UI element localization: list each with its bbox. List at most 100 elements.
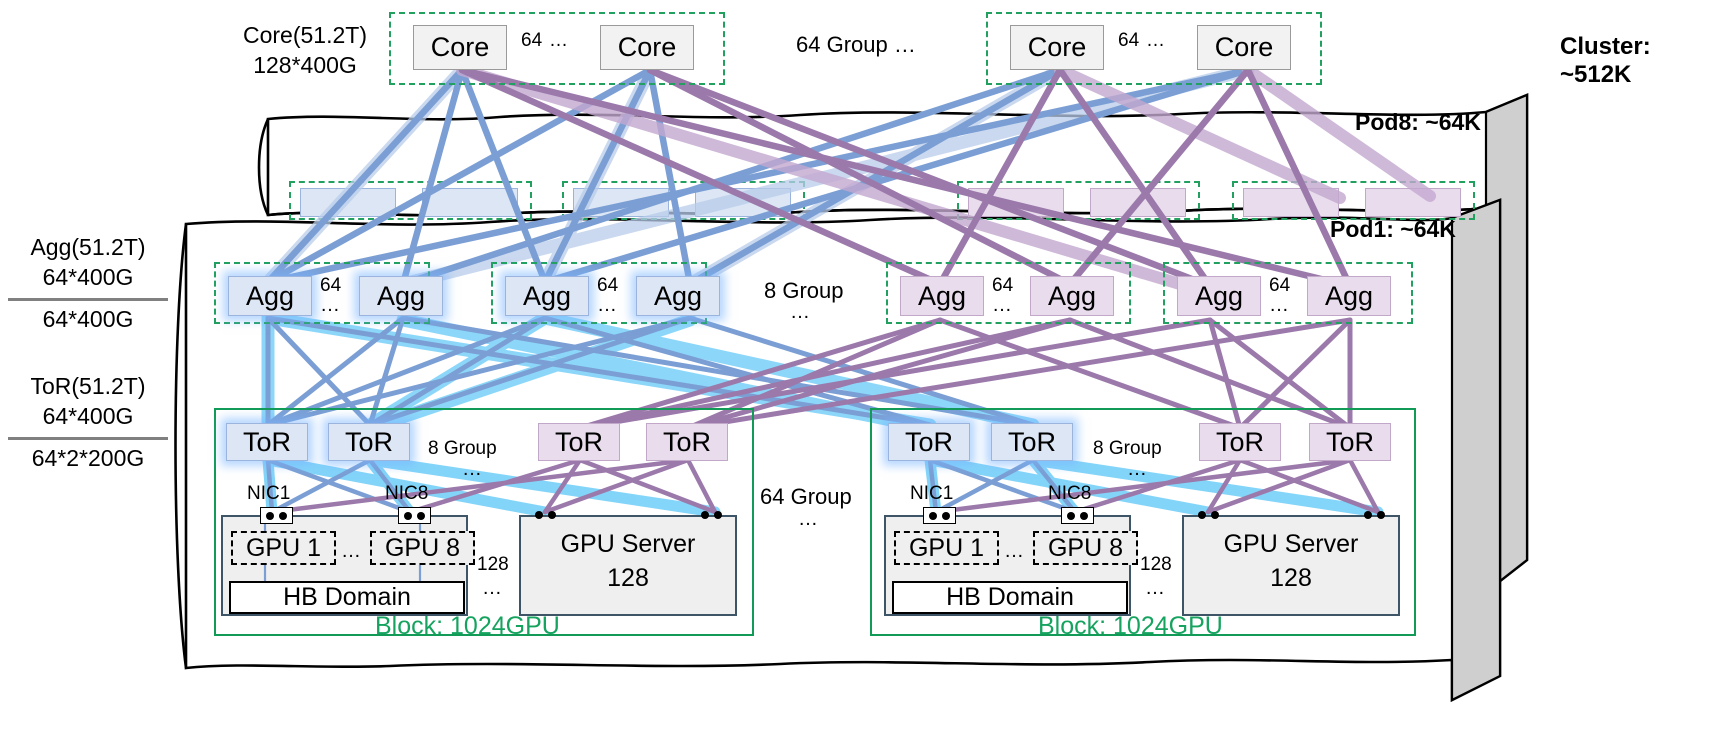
side-label-core: Core(51.2T) 128*400G: [225, 20, 385, 80]
nic-dot: [404, 511, 412, 520]
core-node-1[interactable]: Core: [413, 25, 507, 70]
nic-dot: [1080, 511, 1088, 520]
nic-dot: [714, 510, 723, 519]
nic-dot: [534, 510, 543, 519]
agg-group-4: [1163, 262, 1413, 324]
agg-ellipsis-4: …: [1269, 294, 1290, 316]
nic-dot: [1067, 511, 1075, 520]
block-1-gpu-ellipsis: …: [341, 540, 362, 562]
block-2-nic8-box: [1061, 507, 1094, 524]
side-label-agg-line1: Agg(51.2T): [30, 234, 146, 260]
block-1-gpu-last[interactable]: GPU 8: [370, 531, 475, 565]
block-gap-label: 64 Group: [760, 484, 852, 509]
block-2-nic1-label: NIC1: [910, 483, 954, 504]
agg-node-3[interactable]: Agg: [505, 276, 589, 316]
block-1-nic1-box: [260, 507, 293, 524]
nic-dot: [417, 511, 425, 520]
core-node-2[interactable]: Core: [600, 25, 694, 70]
core-count-label-1: 64: [521, 30, 543, 51]
block-1-label: Block: 1024GPU: [375, 612, 560, 640]
block-gap-dots: …: [798, 508, 819, 530]
block-1-server-repeat-count: 128: [477, 554, 509, 575]
block-2-server-far-line1: GPU Server: [1223, 530, 1359, 558]
agg-node-4[interactable]: Agg: [636, 276, 720, 316]
block-1-server-far: [519, 515, 737, 616]
side-label-tor: ToR(51.2T) 64*400G: [8, 371, 168, 431]
nic-dot: [1211, 510, 1220, 519]
block-2-server-far-nic: [1192, 507, 1225, 522]
nic-dot: [942, 511, 950, 520]
side-label-tor-line2: 64*400G: [42, 403, 134, 429]
agg-group-gap-label: 8 Group: [764, 278, 844, 303]
pod8-chip-3: [573, 188, 669, 217]
side-label-agg-line3: 64*400G: [42, 306, 134, 332]
nic-dot: [279, 511, 287, 520]
block-1-frame: [214, 408, 754, 636]
core-ellipsis-2: …: [1146, 30, 1165, 51]
pod8-side-shadow: [1484, 93, 1529, 595]
nic-dot: [929, 511, 937, 520]
agg-count-label-2: 64: [597, 275, 619, 296]
agg-count-label-1: 64: [320, 275, 342, 296]
core-count-label-2: 64: [1118, 30, 1140, 51]
block-1-server-repeat-dots: …: [482, 577, 503, 599]
nic-dot: [1377, 510, 1386, 519]
block-2-gpu-first[interactable]: GPU 1: [894, 531, 999, 565]
block-2-tor-gap-label: 8 Group: [1093, 438, 1162, 459]
agg-node-7[interactable]: Agg: [1177, 276, 1261, 316]
nic-dot: [266, 511, 274, 520]
side-label-agg-downlink: 64*400G: [8, 304, 168, 334]
pod8-chip-8: [1365, 188, 1461, 217]
block-2-tor-4[interactable]: ToR: [1309, 423, 1391, 461]
block-1-nic1-label: NIC1: [247, 483, 291, 504]
block-2-gpu-last[interactable]: GPU 8: [1033, 531, 1138, 565]
block-2-tor-2[interactable]: ToR: [991, 423, 1073, 461]
nic-dot: [1363, 510, 1372, 519]
pod8-left-edge: [257, 118, 270, 216]
core-group-1: [389, 12, 725, 85]
block-1-tor-1[interactable]: ToR: [226, 423, 308, 461]
block-2-gpu-ellipsis: …: [1004, 540, 1025, 562]
block-2-tor-1[interactable]: ToR: [888, 423, 970, 461]
block-1-server-far-line2: 128: [607, 564, 649, 592]
agg-node-5[interactable]: Agg: [900, 276, 984, 316]
block-1-nic8-label: NIC8: [385, 483, 429, 504]
block-1-tor-gap-label: 8 Group: [428, 438, 497, 459]
pod8-chip-1: [300, 188, 396, 217]
agg-ellipsis-3: …: [992, 294, 1013, 316]
block-1-server-far-line1: GPU Server: [560, 530, 696, 558]
block-1-tor-4[interactable]: ToR: [646, 423, 728, 461]
side-rule-agg: [8, 298, 168, 301]
side-label-tor-line3: 64*2*200G: [31, 445, 145, 471]
block-2-frame: [870, 408, 1416, 636]
agg-group-3: [886, 262, 1131, 324]
block-1-hb-domain: HB Domain: [229, 581, 465, 614]
block-2-tor-gap-dots: …: [1127, 458, 1148, 480]
pod1-side-shadow: [1450, 198, 1502, 702]
side-rule-tor: [8, 437, 168, 440]
agg-node-8[interactable]: Agg: [1307, 276, 1391, 316]
agg-node-1[interactable]: Agg: [228, 276, 312, 316]
pod8-chip-7: [1243, 188, 1339, 217]
core-ellipsis-1: …: [549, 30, 568, 51]
agg-node-2[interactable]: Agg: [359, 276, 443, 316]
block-2-server-repeat-dots: …: [1145, 577, 1166, 599]
pod8-chip-6: [1090, 188, 1186, 217]
block-2-nic8-label: NIC8: [1048, 483, 1092, 504]
agg-ellipsis-2: …: [597, 294, 618, 316]
agg-node-6[interactable]: Agg: [1030, 276, 1114, 316]
block-2-tor-3[interactable]: ToR: [1199, 423, 1281, 461]
core-node-3[interactable]: Core: [1010, 25, 1104, 70]
pod8-chip-5: [968, 188, 1064, 217]
block-1-tor-2[interactable]: ToR: [328, 423, 410, 461]
pod1-left-edge: [174, 223, 188, 669]
side-label-core-line2: 128*400G: [253, 52, 357, 78]
block-1-gpu-first[interactable]: GPU 1: [231, 531, 336, 565]
agg-count-label-4: 64: [1269, 275, 1291, 296]
core-node-4[interactable]: Core: [1197, 25, 1291, 70]
block-1-tor-gap-dots: …: [462, 458, 483, 480]
block-1-tor-3[interactable]: ToR: [538, 423, 620, 461]
core-group-gap-label: 64 Group …: [796, 32, 916, 57]
cluster-label: Cluster: ~512K: [1560, 33, 1651, 88]
